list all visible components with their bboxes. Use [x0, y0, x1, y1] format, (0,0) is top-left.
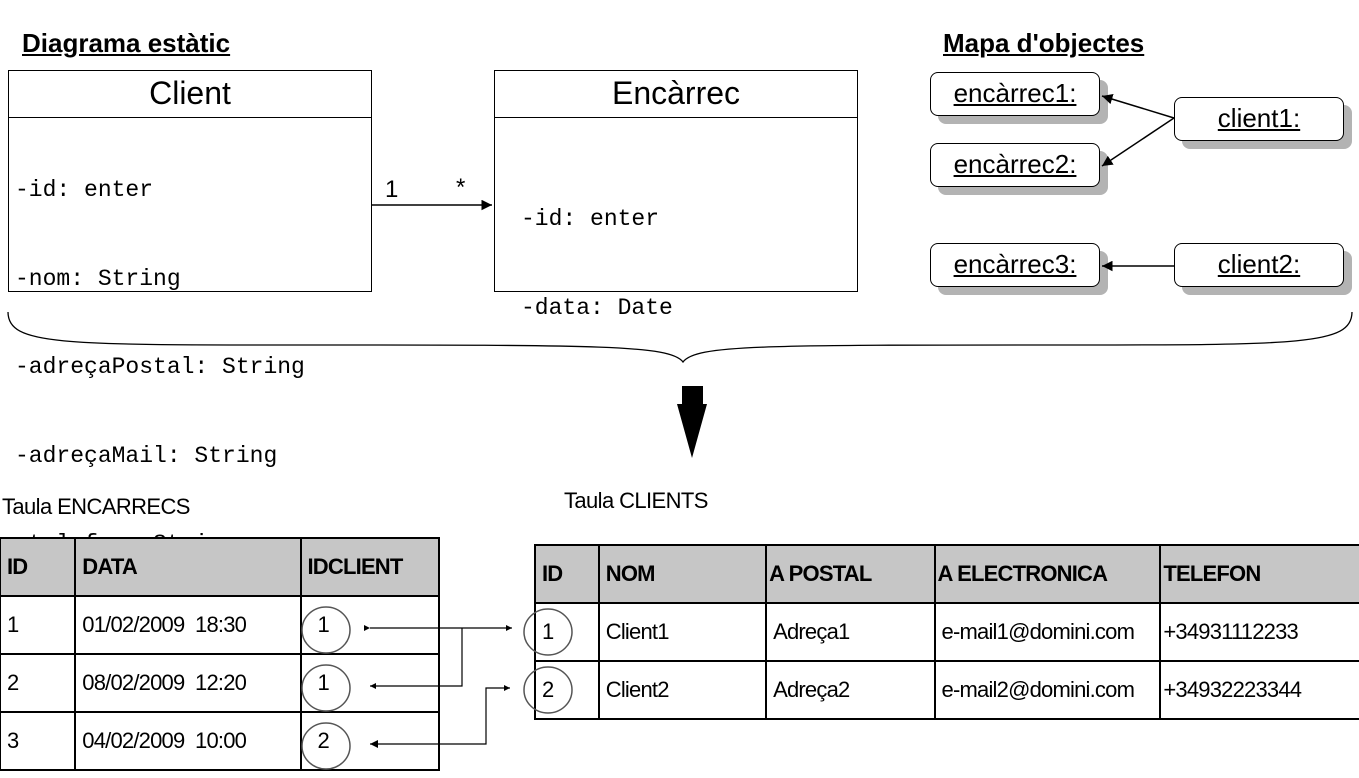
- attribute: -id: enter: [15, 177, 154, 203]
- table-encarrecs-caption: Taula ENCARRECS: [2, 494, 190, 519]
- object-map-heading: Mapa d'objectes: [943, 28, 1145, 58]
- table-clients-caption: Taula CLIENTS: [564, 488, 708, 513]
- column-header: TELEFON: [1159, 544, 1359, 604]
- attribute: -nom: String: [15, 265, 181, 292]
- table-cell: 2: [534, 660, 600, 720]
- table-cell: Client1: [597, 602, 768, 662]
- column-header: ID: [534, 544, 600, 604]
- table-encarrecs: ID DATA IDCLIENT 1 01/02/2009 18:30 1 2 …: [0, 537, 440, 771]
- multiplicity-many-label: *: [456, 174, 466, 201]
- class-encarrec-separator: [495, 117, 857, 118]
- table-cell: 04/02/2009 10:00: [74, 711, 302, 771]
- table-cell: Adreça2: [765, 660, 936, 720]
- table-cell: Adreça1: [765, 602, 936, 662]
- link-client1-encarrec2: [1101, 117, 1175, 167]
- object-label: encàrrec2:: [930, 143, 1100, 187]
- table-cell: e-mail1@domini.com: [933, 602, 1162, 662]
- table-cell: 1: [534, 602, 600, 662]
- link-client1-encarrec1: [1101, 94, 1175, 119]
- object-client2: client2:: [1174, 243, 1352, 295]
- class-client-separator: [9, 117, 371, 118]
- table-row: 1 Client1 Adreça1 e-mail1@domini.com +34…: [534, 602, 1359, 662]
- table-cell: +34931112233: [1159, 602, 1359, 662]
- object-label: encàrrec1:: [930, 72, 1100, 116]
- object-encarrec3: encàrrec3:: [930, 243, 1108, 295]
- class-client-name: Client: [149, 75, 231, 111]
- object-encarrec2: encàrrec2:: [930, 143, 1108, 195]
- object-label: client2:: [1174, 243, 1344, 287]
- object-label: client1:: [1174, 97, 1344, 141]
- object-encarrec1: encàrrec1:: [930, 72, 1108, 124]
- table-header-row: ID DATA IDCLIENT: [0, 537, 440, 597]
- object-client1: client1:: [1174, 97, 1352, 149]
- table-cell: 1: [0, 595, 77, 655]
- table-cell: 08/02/2009 12:20: [74, 653, 302, 713]
- table-cell: 1: [299, 595, 440, 655]
- multiplicity-one-label: 1: [385, 176, 399, 203]
- table-row: 3 04/02/2009 10:00 2: [0, 711, 440, 771]
- table-row: 2 Client2 Adreça2 e-mail2@domini.com +34…: [534, 660, 1359, 720]
- table-cell: 2: [299, 711, 440, 771]
- table-clients: ID NOM A POSTAL A ELECTRONICA TELEFON 1 …: [534, 544, 1359, 720]
- column-header: NOM: [597, 544, 768, 604]
- table-cell: 01/02/2009 18:30: [74, 595, 302, 655]
- column-header: A POSTAL: [765, 544, 936, 604]
- table-cell: +34932223344: [1159, 660, 1359, 720]
- table-cell: 1: [299, 653, 440, 713]
- object-label: encàrrec3:: [930, 243, 1100, 287]
- class-encarrec-name: Encàrrec: [611, 75, 741, 111]
- attribute: -adreçaPostal: String: [15, 354, 305, 380]
- column-header: DATA: [74, 537, 302, 597]
- table-cell: 3: [0, 711, 77, 771]
- table-cell: 2: [0, 653, 77, 713]
- table-header-row: ID NOM A POSTAL A ELECTRONICA TELEFON: [534, 544, 1359, 604]
- static-diagram-heading: Diagrama estàtic: [22, 28, 231, 58]
- attribute: -data: Date: [521, 294, 673, 321]
- table-row: 1 01/02/2009 18:30 1: [0, 595, 440, 655]
- class-encarrec-box: Encàrrec -id: enter -data: Date: [494, 70, 858, 321]
- column-header: ID: [0, 537, 77, 597]
- attribute: -adreçaMail: String: [15, 442, 278, 469]
- column-header: IDCLIENT: [299, 537, 440, 597]
- table-cell: Client2: [597, 660, 768, 720]
- table-cell: e-mail2@domini.com: [933, 660, 1162, 720]
- class-encarrec-attributes: -id: enter -data: Date: [521, 146, 673, 382]
- big-down-arrow: [677, 386, 707, 458]
- table-row: 2 08/02/2009 12:20 1: [0, 653, 440, 713]
- attribute: -id: enter: [521, 206, 660, 232]
- column-header: A ELECTRONICA: [933, 544, 1162, 604]
- class-client-box: Client -id: enter -nom: String -adreçaPo…: [8, 70, 372, 557]
